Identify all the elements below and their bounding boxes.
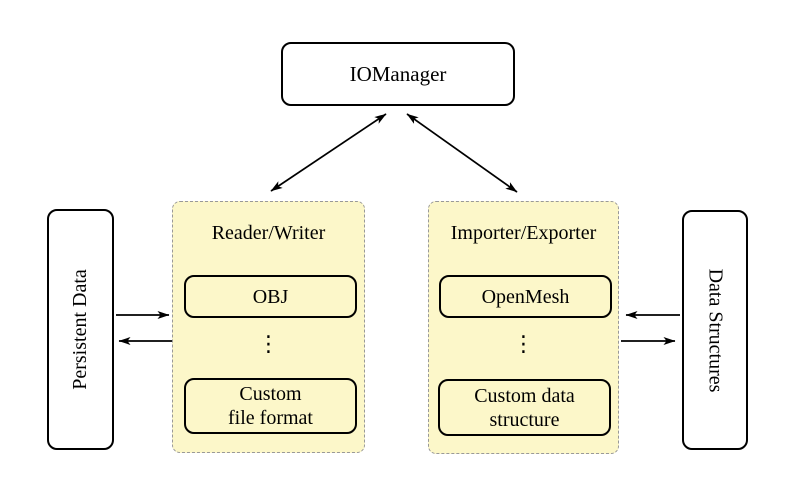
node-openmesh-label: OpenMesh (481, 285, 570, 308)
node-iomanager-label: IOManager (349, 61, 447, 86)
node-custom-data-structure: Custom data structure (438, 379, 611, 436)
node-persistent-data: Persistent Data (47, 209, 114, 450)
group-importer-exporter: Importer/Exporter OpenMesh ⋮ Custom data… (428, 201, 619, 454)
node-openmesh: OpenMesh (439, 275, 612, 318)
group-importer-exporter-title: Importer/Exporter (450, 222, 597, 244)
node-iomanager: IOManager (281, 42, 515, 106)
node-custom-file-format: Custom file format (184, 378, 357, 434)
node-custom-file-format-line2: file format (228, 407, 313, 429)
arrow-iomanager-importerexporter (406, 113, 518, 193)
node-custom-file-format-line1: Custom (239, 383, 302, 405)
node-custom-data-structure-line2: structure (489, 408, 560, 431)
node-data-structures-label: Data Structures (704, 268, 727, 392)
vdots-icon-left: ⋮ (257, 332, 280, 357)
node-obj: OBJ (184, 275, 357, 318)
vdots-icon-right: ⋮ (512, 332, 535, 357)
node-custom-data-structure-line1: Custom data (474, 384, 575, 407)
group-reader-writer-title: Reader/Writer (211, 222, 326, 244)
arrow-iomanager-readerwriter (270, 113, 387, 192)
node-persistent-data-label: Persistent Data (69, 269, 91, 390)
group-reader-writer: Reader/Writer OBJ ⋮ Custom file format (172, 201, 365, 453)
node-obj-label: OBJ (252, 285, 289, 308)
node-data-structures: Data Structures (682, 210, 748, 450)
